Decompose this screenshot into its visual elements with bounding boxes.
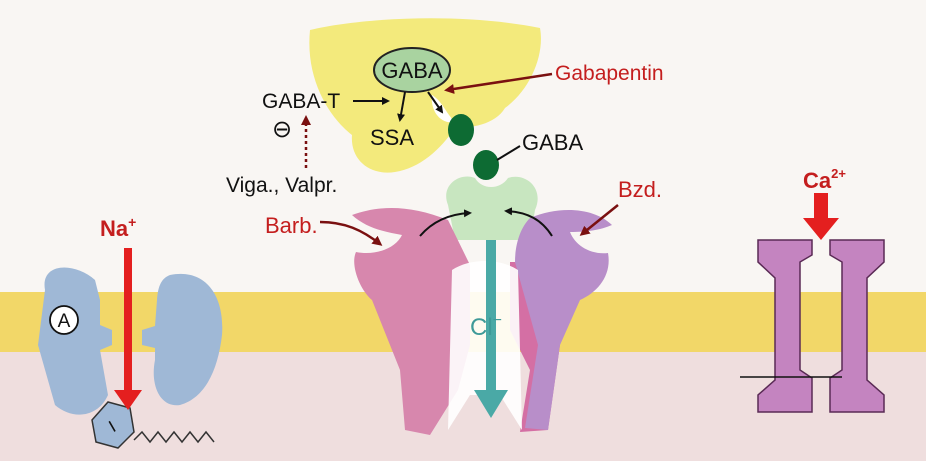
inhibit-symbol: ⊖: [272, 116, 292, 143]
gabapentin-label: Gabapentin: [555, 62, 664, 85]
gaba-t-label: GABA-T: [262, 90, 340, 113]
gaba-free-label: GABA: [522, 130, 583, 155]
gaba-molecule-bound: [448, 114, 474, 146]
site-a-label: A: [58, 311, 71, 332]
gaba-vesicle-label: GABA: [381, 58, 442, 83]
ssa-label: SSA: [370, 125, 414, 150]
barb-label: Barb.: [265, 213, 318, 238]
viga-valpr-label: Viga., Valpr.: [226, 174, 337, 197]
gaba-molecule-free: [473, 150, 499, 180]
bzd-label: Bzd.: [618, 177, 662, 202]
